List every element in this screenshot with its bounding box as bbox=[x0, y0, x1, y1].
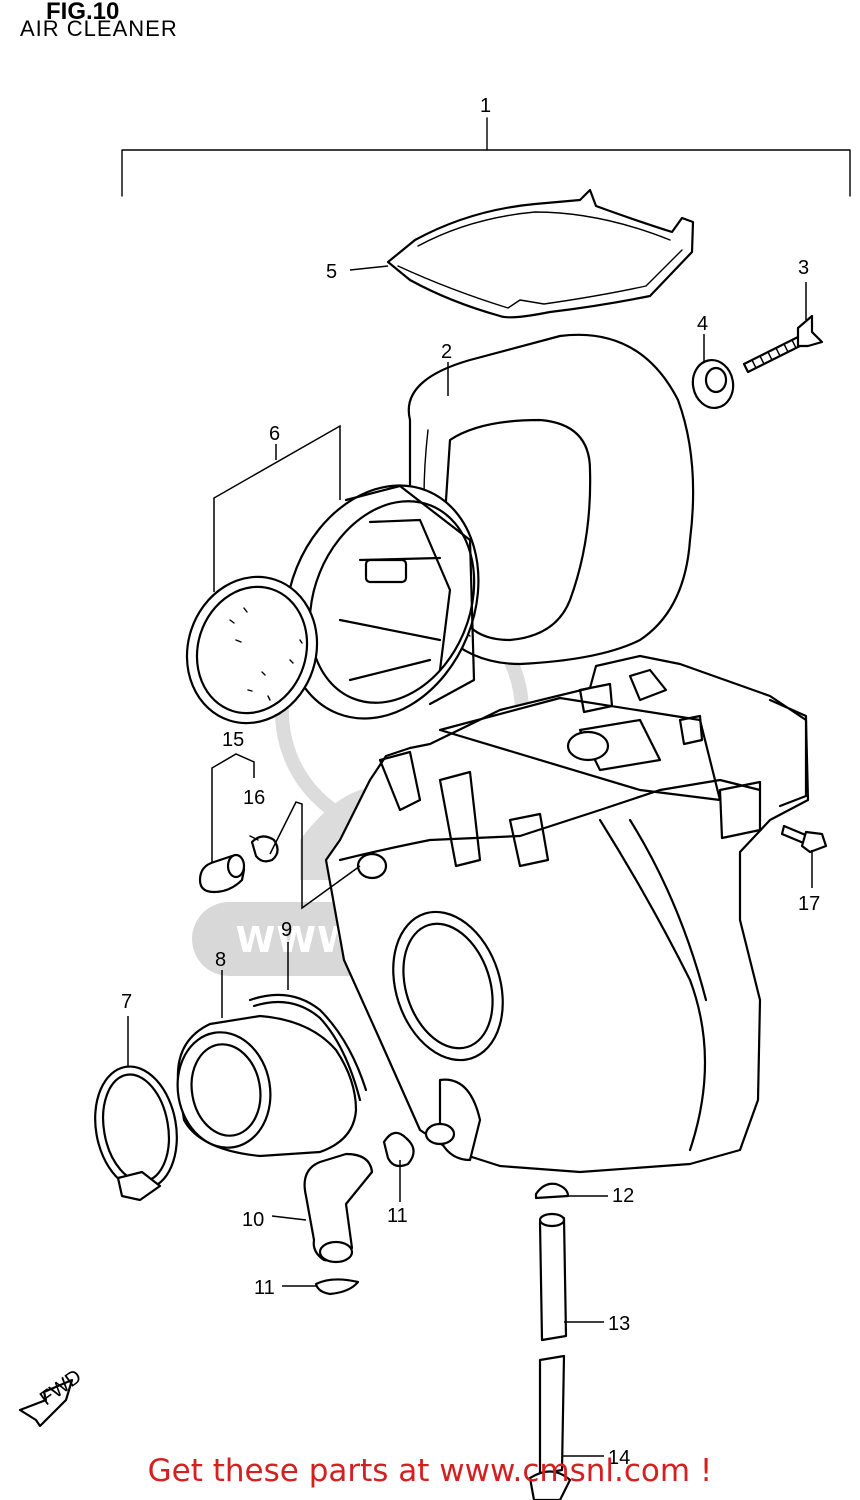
part-labels: 1 2 3 4 5 6 7 8 9 10 11 11 12 13 14 15 1… bbox=[121, 95, 820, 1469]
part-10-hose bbox=[303, 1152, 374, 1264]
part-8-intake-boot bbox=[176, 1014, 358, 1158]
part-label-12: 12 bbox=[612, 1185, 634, 1207]
part-5-plate bbox=[386, 188, 695, 319]
part-label-1: 1 bbox=[480, 95, 491, 117]
part-11-clip-upper bbox=[382, 1131, 415, 1168]
leader-lines bbox=[127, 265, 813, 1457]
part-9-band bbox=[248, 993, 368, 1102]
part-label-13: 13 bbox=[608, 1313, 630, 1335]
part-label-17: 17 bbox=[798, 893, 820, 915]
figure-subtitle: AIR CLEANER bbox=[20, 16, 178, 41]
part-16-clip bbox=[249, 835, 279, 863]
part-4-grommet bbox=[691, 359, 735, 409]
part-label-8: 8 bbox=[215, 949, 226, 971]
part-label-4: 4 bbox=[697, 313, 708, 335]
part-label-15: 15 bbox=[222, 729, 244, 751]
part-13-drain-tube bbox=[538, 1212, 568, 1342]
fwd-arrow: FWD bbox=[18, 1365, 86, 1428]
assembly-bracket bbox=[121, 117, 851, 197]
part-label-14: 14 bbox=[608, 1447, 630, 1469]
part-14-drain-plug bbox=[528, 1354, 572, 1500]
part-label-5: 5 bbox=[326, 261, 337, 283]
part-label-16: 16 bbox=[243, 787, 265, 809]
part-label-6: 6 bbox=[269, 423, 280, 445]
part-15-plug bbox=[198, 853, 246, 894]
part-label-3: 3 bbox=[798, 257, 809, 279]
part-7-clamp bbox=[94, 1065, 178, 1202]
part-15-leader bbox=[211, 753, 255, 862]
part-label-11-upper: 11 bbox=[387, 1205, 408, 1227]
part-label-7: 7 bbox=[121, 991, 132, 1013]
part-12-cap bbox=[534, 1182, 570, 1200]
part-label-2: 2 bbox=[441, 341, 452, 363]
part-15-16-leader bbox=[269, 801, 361, 910]
air-cleaner-case bbox=[324, 654, 810, 1174]
part-11-clip-lower bbox=[314, 1278, 360, 1296]
part-label-9: 9 bbox=[281, 919, 292, 941]
part-3-screw bbox=[742, 314, 824, 374]
figure-title: FIG.10 bbox=[46, 0, 120, 25]
part-label-10: 10 bbox=[242, 1209, 264, 1231]
part-17-bolt bbox=[780, 824, 828, 854]
part-6-leader bbox=[213, 424, 341, 592]
footer-link-text[interactable]: Get these parts at www.cmsnl.com ! bbox=[147, 1453, 713, 1489]
part-6-element-cage bbox=[284, 484, 480, 720]
part-label-11-lower: 11 bbox=[254, 1277, 275, 1299]
part-6-ring bbox=[185, 575, 319, 725]
